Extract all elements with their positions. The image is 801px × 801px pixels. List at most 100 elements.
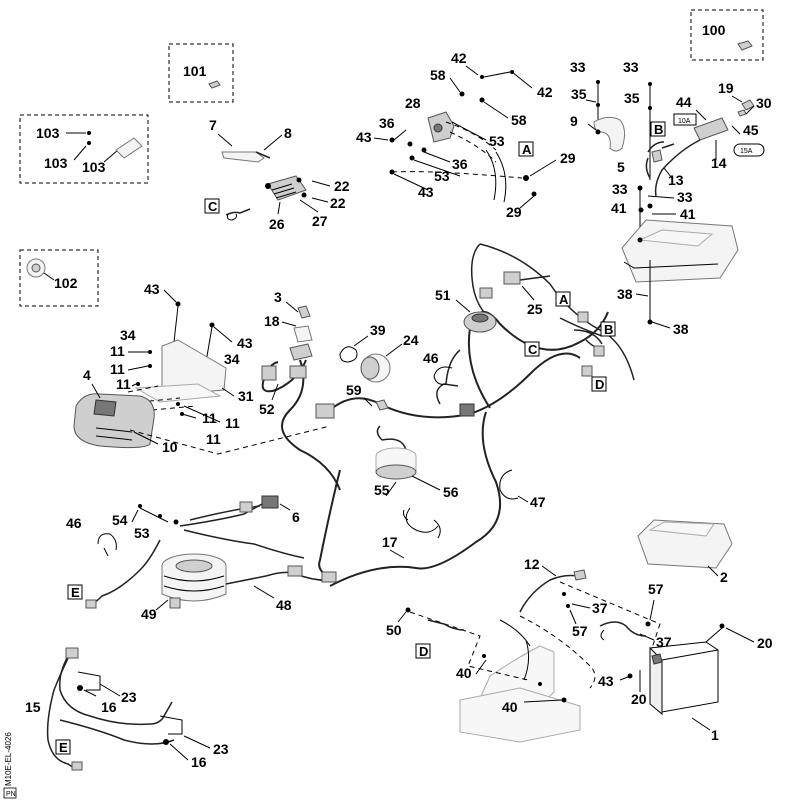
callout-50: 50: [386, 622, 402, 638]
part-group-control-module: 33 33 35 35 9 19 30 44 45 14 13 5 33 33 …: [570, 59, 772, 337]
callout-33-c: 33: [612, 181, 628, 197]
callout-40-b: 40: [502, 699, 518, 715]
callout-33-b: 33: [623, 59, 639, 75]
callout-16-a: 16: [101, 699, 117, 715]
callout-12: 12: [524, 556, 540, 572]
inset-box-101: 101: [168, 43, 234, 103]
callout-10: 10: [162, 439, 178, 455]
callout-3: 3: [274, 289, 282, 305]
callout-52: 52: [259, 401, 275, 417]
callout-24: 24: [403, 332, 419, 348]
callout-22-a: 22: [334, 178, 350, 194]
part-group-seat-switch-housing: 43 43 34 34 11 11 11 11 11 11 31 4 10: [73, 281, 331, 455]
callout-31: 31: [238, 388, 254, 404]
callout-56: 56: [443, 484, 459, 500]
callout-38-a: 38: [617, 286, 633, 302]
callout-55: 55: [374, 482, 390, 498]
callout-20-a: 20: [757, 635, 773, 651]
callout-30: 30: [756, 95, 772, 111]
callout-28: 28: [405, 95, 421, 111]
callout-35-b: 35: [624, 90, 640, 106]
callout-101: 101: [183, 63, 207, 79]
callout-15: 15: [25, 699, 41, 715]
callout-29-b: 29: [506, 204, 522, 220]
callout-38-b: 38: [673, 321, 689, 337]
callout-2: 2: [720, 569, 728, 585]
part-group-key-switch: 7 8 22 22 26 27 C: [204, 117, 350, 232]
callout-57-a: 57: [648, 581, 664, 597]
side-code-abbrev: PN: [6, 791, 16, 798]
callout-43-d: 43: [237, 335, 253, 351]
ref-letter-E-bottom: E: [59, 740, 68, 755]
callout-57-b: 57: [572, 623, 588, 639]
ref-box-D-bottom: [415, 643, 431, 659]
callout-17: 17: [382, 534, 398, 550]
callout-25: 25: [527, 301, 543, 317]
callout-5: 5: [617, 159, 625, 175]
ref-box-E-bottom: [55, 739, 71, 755]
callout-51: 51: [435, 287, 451, 303]
ref-letter-A-mid: A: [559, 292, 569, 307]
callout-23-a: 23: [121, 689, 137, 705]
inset-box-102: 102: [19, 249, 99, 307]
callout-16-b: 16: [191, 754, 207, 770]
callout-46-b: 46: [66, 515, 82, 531]
callout-19: 19: [718, 80, 734, 96]
ref-letter-D-bottom: D: [419, 644, 428, 659]
callout-39: 39: [370, 322, 386, 338]
callout-6: 6: [292, 509, 300, 525]
callout-33-d: 33: [677, 189, 693, 205]
fuse-label-10a: 10A: [678, 118, 691, 125]
callout-33-a: 33: [570, 59, 586, 75]
callout-18: 18: [264, 313, 280, 329]
main-wiring-harness: 52 17 25 51 A B C D 46 59: [259, 243, 635, 587]
callout-35-a: 35: [571, 86, 587, 102]
callout-45: 45: [743, 122, 759, 138]
callout-7: 7: [209, 117, 217, 133]
callout-14: 14: [711, 155, 727, 171]
callout-59: 59: [346, 382, 362, 398]
part-group-pto-clutch: 54 53 46 6 49 48 E: [66, 495, 337, 622]
callout-11-f: 11: [206, 431, 221, 447]
side-code: M10E-EL-4026: [4, 732, 13, 786]
callout-13: 13: [668, 172, 684, 188]
callout-53-c: 53: [134, 525, 150, 541]
ref-letter-C-mid: C: [528, 342, 538, 357]
callout-9: 9: [570, 113, 578, 129]
callout-27: 27: [312, 213, 328, 229]
callout-36-a: 36: [379, 115, 395, 131]
callout-8: 8: [284, 125, 292, 141]
inset-box-103: 103 103 103: [19, 114, 149, 184]
callout-23-b: 23: [213, 741, 229, 757]
callout-26: 26: [269, 216, 285, 232]
callout-46-a: 46: [423, 350, 439, 366]
ref-letter-E-mid: E: [71, 585, 80, 600]
callout-1: 1: [711, 727, 719, 743]
ref-box-D-mid: [591, 376, 607, 392]
callout-48: 48: [276, 597, 292, 613]
callout-41-a: 41: [611, 200, 627, 216]
drawing-code: M10E-EL-4026 PN: [3, 732, 17, 799]
ref-box-C-mid: [524, 341, 540, 357]
callout-11-c: 11: [116, 376, 131, 392]
fuse-label-15a: 15A: [740, 148, 753, 155]
ref-box-B-mid: [600, 321, 616, 337]
callout-43-a: 43: [356, 129, 372, 145]
callout-103-b: 103: [44, 155, 68, 171]
callout-41-b: 41: [680, 206, 696, 222]
ref-box-A-top: [518, 141, 534, 157]
callout-34-b: 34: [224, 351, 240, 367]
callout-34-a: 34: [120, 327, 136, 343]
ref-letter-C-top: C: [208, 199, 218, 214]
part-group-bracket-assembly: 42 42 58 58 28 36 36 43 43 53 53 29 29 A: [356, 50, 576, 220]
callout-43-e: 43: [598, 673, 614, 689]
callout-58-a: 58: [430, 67, 446, 83]
callout-47: 47: [530, 494, 546, 510]
callout-40-a: 40: [456, 665, 472, 681]
callout-102: 102: [54, 275, 78, 291]
callout-42-a: 42: [451, 50, 467, 66]
callout-4: 4: [83, 367, 91, 383]
ref-box-E-mid: [67, 584, 83, 600]
callout-20-b: 20: [631, 691, 647, 707]
